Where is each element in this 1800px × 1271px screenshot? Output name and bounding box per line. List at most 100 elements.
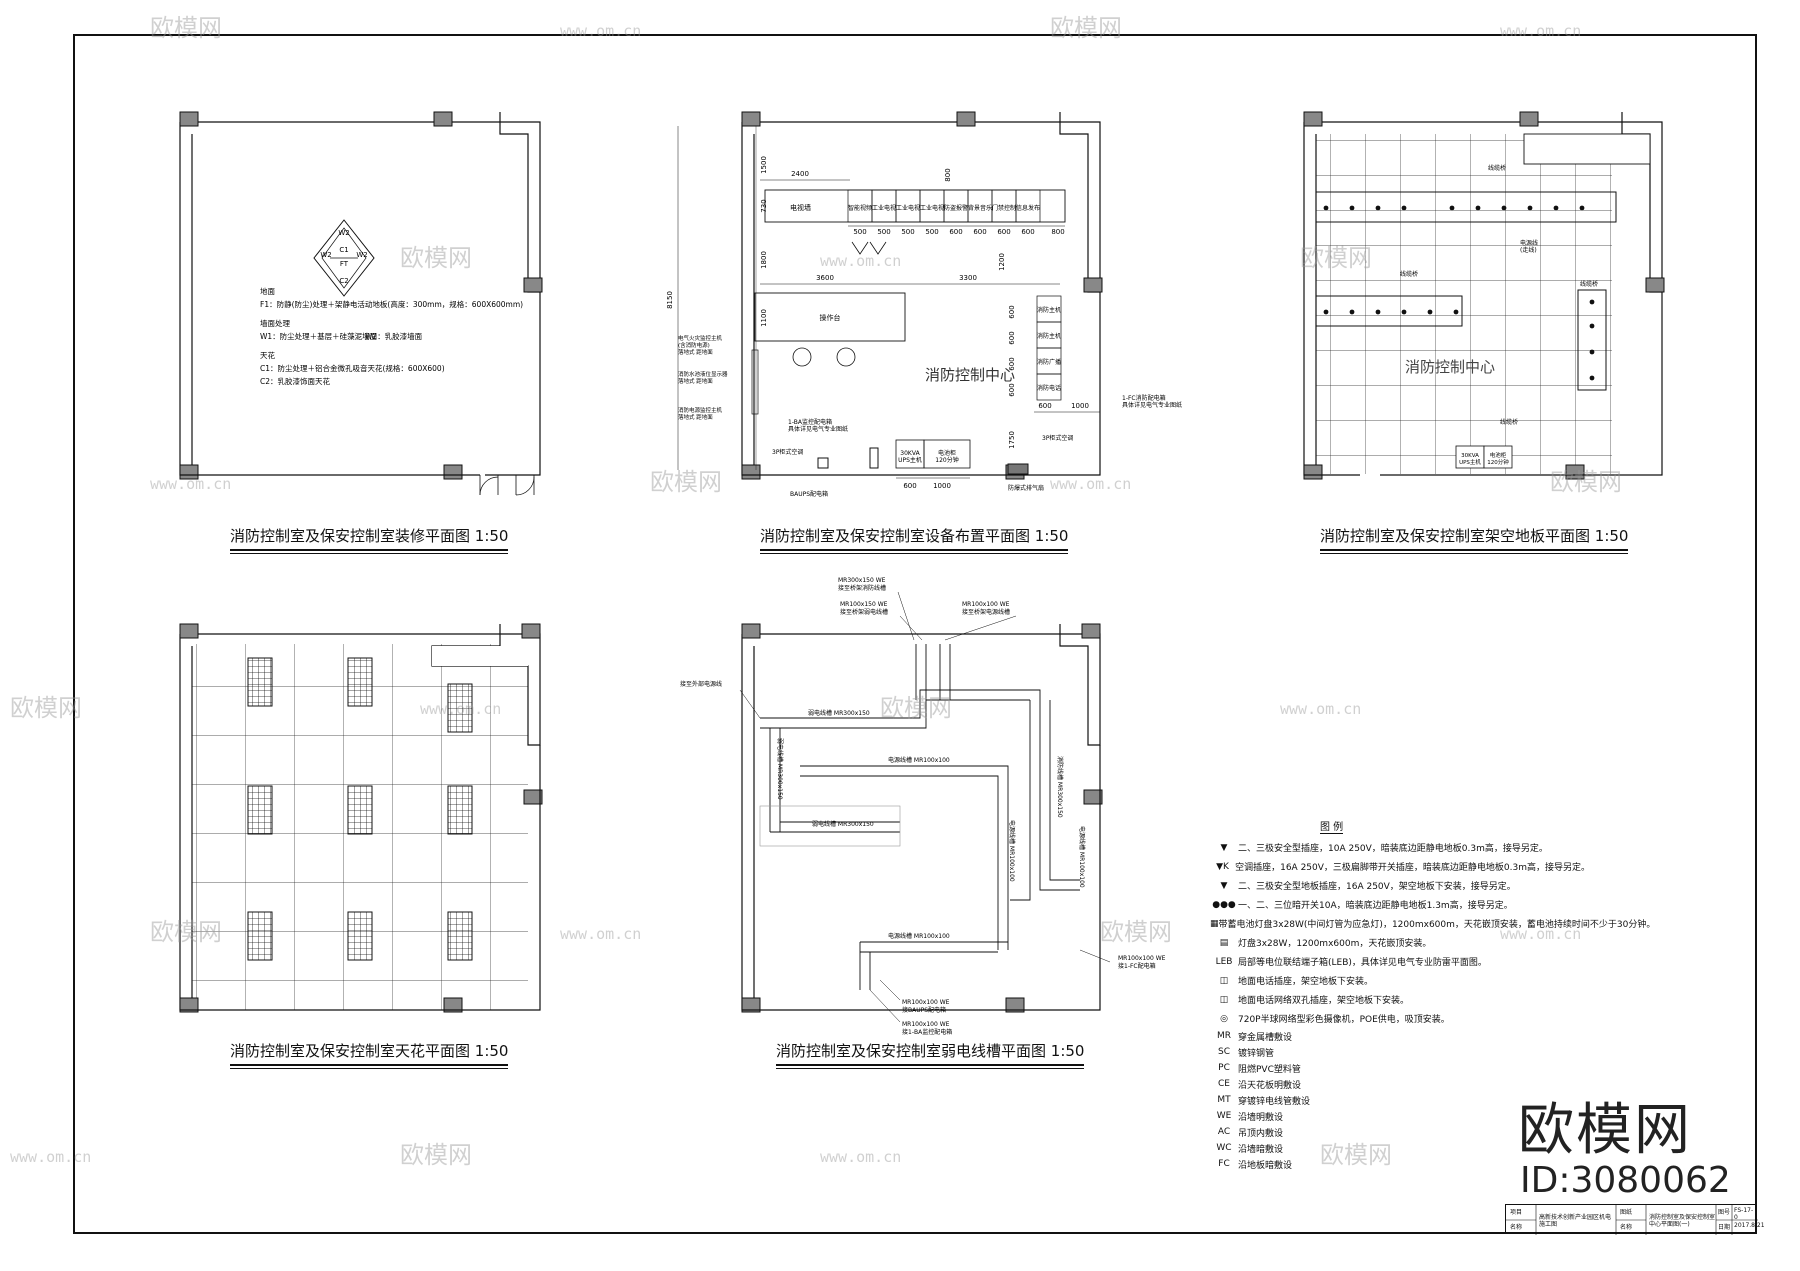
- legend-symbol: ◫: [1219, 975, 1229, 986]
- dim-1200: 1200: [998, 253, 1006, 271]
- title-raised-floor: 消防控制室及保安控制室架空地板平面图 1:50: [1320, 525, 1629, 554]
- title-ceiling: 消防控制室及保安控制室天花平面图 1:50: [230, 1040, 509, 1069]
- tb-date-value: 2017.8.21: [1734, 1222, 1765, 1229]
- cabinet-label: 工业电视: [872, 204, 896, 212]
- callout-top2b: 接至桥架弱电线槽: [840, 608, 888, 616]
- dim-top: 600: [1021, 228, 1034, 236]
- callout-bottom2: MR100x100 WE: [902, 1021, 950, 1028]
- cabinet-row: 智能视频 工业电视 工业电视 工业电视 防盗报警 背景音乐 门禁控制 信息发布: [847, 189, 1041, 223]
- legend-symbol: ▦: [1210, 918, 1219, 929]
- dim-top: 500: [853, 228, 866, 236]
- legend-text: 穿金属槽敷设: [1238, 1032, 1293, 1043]
- legend: ▼二、三极安全型插座，10A 250V，暗装底边距静电地板0.3m高，接导另定。…: [1210, 838, 1655, 1172]
- compass-w: W2: [320, 251, 331, 259]
- dim-1100: 1100: [760, 309, 768, 327]
- legend-row: ◫ 地面电话插座，架空地板下安装。: [1210, 971, 1590, 990]
- cabinet-label: 门禁控制: [992, 204, 1016, 212]
- note-ceiling-c1: C1：防尘处理＋铝合金微孔吸音天花(规格：600X600): [260, 363, 445, 373]
- cabinet-label: 防盗报警: [944, 204, 968, 212]
- left-panel-label: 消防电源监控主机落地式 距地面: [678, 406, 723, 421]
- compass-nw: W2: [338, 229, 349, 237]
- note-floor-head: 地面: [260, 286, 275, 296]
- dim-1500: 1500: [760, 156, 768, 174]
- dim-3300: 3300: [959, 274, 977, 282]
- raised-callouts: 线缆桥 电源线(走线) 线缆桥 线缆桥 线缆桥: [1400, 164, 1598, 426]
- ceiling-lamps: [247, 657, 473, 961]
- label-3p-right: 3P柜式空调: [1042, 434, 1073, 442]
- title-decoration: 消防控制室及保安控制室装修平面图 1:50: [230, 525, 509, 554]
- legend-text: 地面电话插座，架空地板下安装。: [1238, 977, 1374, 987]
- dim-bottom: 1000: [933, 482, 951, 490]
- raised-label-b: 线缆桥: [1400, 270, 1418, 278]
- cabinet-label: 信息发布: [1016, 204, 1040, 212]
- legend-text: 一、二、三位暗开关10A，暗装底边距静电地板1.3m高，接导另定。: [1238, 901, 1513, 911]
- tv-wall-label: 电视墙: [790, 203, 811, 212]
- right-cabinet-label: 消防广播: [1037, 358, 1061, 366]
- raised-room-label: 消防控制中心: [1405, 358, 1495, 376]
- right-cabinet-label: 消防主机: [1037, 306, 1061, 314]
- tb-drawing-value: 消防控制室及保安控制室中心平面图(一): [1649, 1214, 1716, 1228]
- note-wall-w2: W2：乳胶漆墙面: [365, 331, 423, 341]
- cabinet-label: 背景音乐: [968, 204, 992, 212]
- tray-label: 电源线槽 MR100x100: [1078, 826, 1086, 888]
- legend-symbol: MT: [1217, 1095, 1231, 1105]
- callout-rightb: 接1-FC配电箱: [1118, 962, 1156, 970]
- note-wall-w1: W1：防尘处理＋基层＋硅藻泥墙面: [260, 331, 378, 341]
- tray-label: 弱电线槽 MR300x150: [812, 820, 874, 828]
- stamp-brand: 欧模网: [1518, 1098, 1692, 1163]
- legend-symbol: ▤: [1219, 937, 1229, 948]
- dim-1750: 1750: [1008, 431, 1016, 449]
- decoration-plan: W2 C1 FT C2 W2 W2 地面 F1：防静(防尘)处理＋架静电活动地板…: [179, 111, 543, 496]
- tb-project-label: 项目: [1510, 1209, 1523, 1216]
- legend-symbol: ◫: [1219, 994, 1229, 1005]
- dim-730: 730: [760, 199, 768, 212]
- dim-bottom: 600: [903, 482, 916, 490]
- compass-e: W2: [356, 251, 367, 259]
- title-equipment: 消防控制室及保安控制室设备布置平面图 1:50: [760, 525, 1069, 554]
- dim-top: 600: [973, 228, 986, 236]
- title-weak-current: 消防控制室及保安控制室弱电线槽平面图 1:50: [776, 1040, 1085, 1069]
- tray-labels: 弱电线槽 MR300x150 电源线槽 MR100x100 弱电线槽 MR300…: [776, 709, 1086, 940]
- tb-code-label: 图号: [1718, 1209, 1731, 1216]
- tray-label: 弱电线槽 MR300x150: [776, 738, 784, 800]
- legend-symbol: FC: [1218, 1159, 1230, 1169]
- tb-project-value: 高新技术创新产业园区机电施工图: [1539, 1214, 1612, 1228]
- legend-row: ●●●一、二、三位暗开关10A，暗装底边距静电地板1.3m高，接导另定。: [1210, 895, 1590, 914]
- legend-symbol: ●●●: [1212, 899, 1236, 910]
- tb-name-label: 名称: [1510, 1224, 1523, 1231]
- drawing-frame: [73, 34, 1757, 1234]
- legend-row: ▤ 灯盘3x28W，1200mx600m，天花嵌顶安装。: [1210, 933, 1590, 952]
- dim-right: 600: [1008, 331, 1016, 344]
- equipment-plan: 电视墙 智能视频 工业电视 工业电视 工业电视 防盗报警 背景音乐 门禁控制 信…: [666, 111, 1182, 498]
- left-panels: 电气火灾监控主机(含消防电源)落地式 距地面 消防水池液位显示器落地式 距地面 …: [678, 334, 759, 421]
- dim-1800: 1800: [760, 251, 768, 269]
- legend-symbol: ▼: [1220, 880, 1228, 891]
- callout-top3b: 接至桥架电源线槽: [962, 608, 1010, 616]
- raised-label-e: 线缆桥: [1500, 418, 1518, 426]
- dim-600: 600: [1038, 402, 1051, 410]
- legend-row: ▼二、三极安全型插座，10A 250V，暗装底边距静电地板0.3m高，接导另定。: [1210, 838, 1590, 857]
- dim-8150: 8150: [666, 291, 674, 309]
- legend-text: 灯盘3x28W，1200mx600m，天花嵌顶安装。: [1238, 939, 1432, 949]
- legend-symbol: LEB: [1215, 956, 1233, 967]
- legend-text: 镀锌钢管: [1238, 1048, 1275, 1059]
- cable-trays: [760, 644, 1080, 990]
- note-wall-head: 墙面处理: [260, 318, 290, 328]
- compass-n: C1: [339, 246, 348, 254]
- right-cabinet-label: 消防主机: [1037, 332, 1061, 340]
- compass-s: C2: [339, 277, 348, 285]
- note-ceiling-c2: C2：乳胶漆饰面天花: [260, 376, 331, 386]
- dim-top: 500: [925, 228, 938, 236]
- dim-top: 600: [997, 228, 1010, 236]
- console-label: 操作台: [820, 313, 841, 322]
- left-panel-label: 消防水池液位显示器落地式 距地面: [678, 370, 728, 385]
- label-baups: BAUPS配电箱: [790, 490, 828, 498]
